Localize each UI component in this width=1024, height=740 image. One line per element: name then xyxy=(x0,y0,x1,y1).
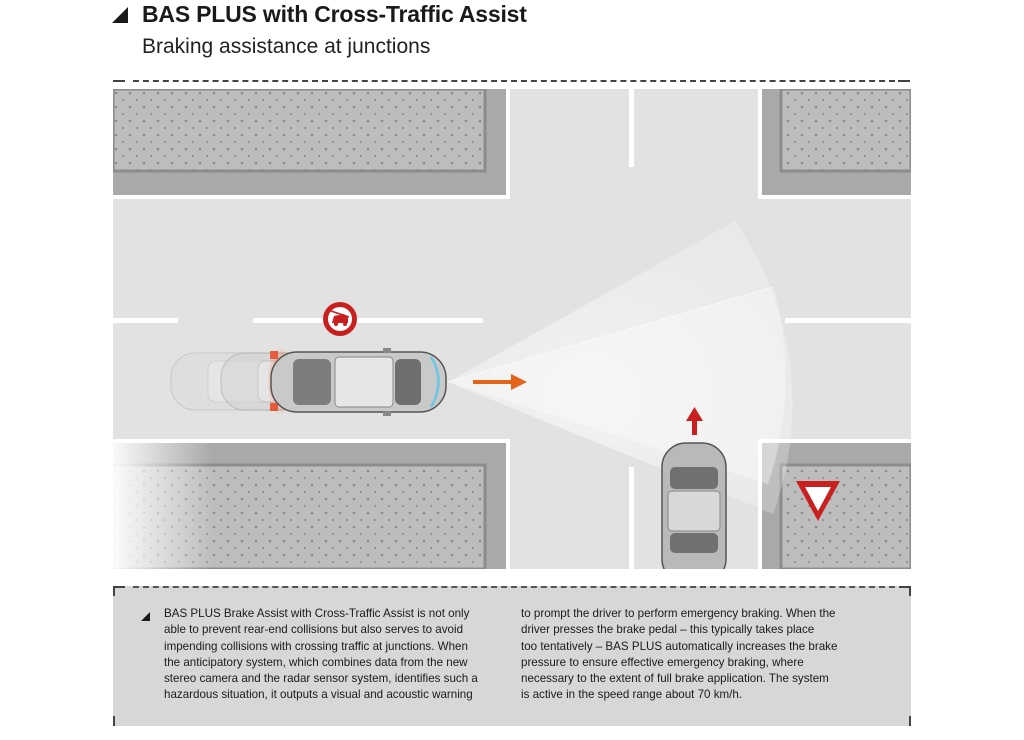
direction-arrow-icon xyxy=(473,374,527,390)
page-title: BAS PLUS with Cross-Traffic Assist xyxy=(142,1,527,27)
lane-markings xyxy=(113,89,911,569)
block-top-left xyxy=(113,89,510,199)
panel-top-border xyxy=(133,586,895,588)
panel-corner-tr xyxy=(899,586,911,588)
main-car xyxy=(270,348,447,416)
top-divider-cap-right xyxy=(898,80,910,82)
camera-cone-narrow xyxy=(448,287,786,484)
block-bottom-left xyxy=(113,441,510,569)
header-triangle-icon xyxy=(112,7,128,23)
radar-cone-wide xyxy=(448,221,793,514)
top-divider xyxy=(133,80,895,82)
yield-sign-icon xyxy=(796,481,840,521)
warning-car-icon xyxy=(323,302,357,336)
panel-corner-tl xyxy=(113,586,125,588)
description-panel xyxy=(113,586,911,726)
description-column-1: BAS PLUS Brake Assist with Cross-Traffic… xyxy=(164,607,478,702)
junction-illustration xyxy=(113,89,911,569)
description-column-2: to prompt the driver to perform emergenc… xyxy=(521,607,838,702)
bullet-triangle-icon xyxy=(141,612,150,621)
crossing-car xyxy=(661,442,727,569)
top-divider-cap-left xyxy=(113,80,125,82)
block-top-right xyxy=(758,89,911,199)
page-subtitle: Braking assistance at junctions xyxy=(142,35,431,58)
crossing-direction-arrow-icon xyxy=(686,407,703,435)
